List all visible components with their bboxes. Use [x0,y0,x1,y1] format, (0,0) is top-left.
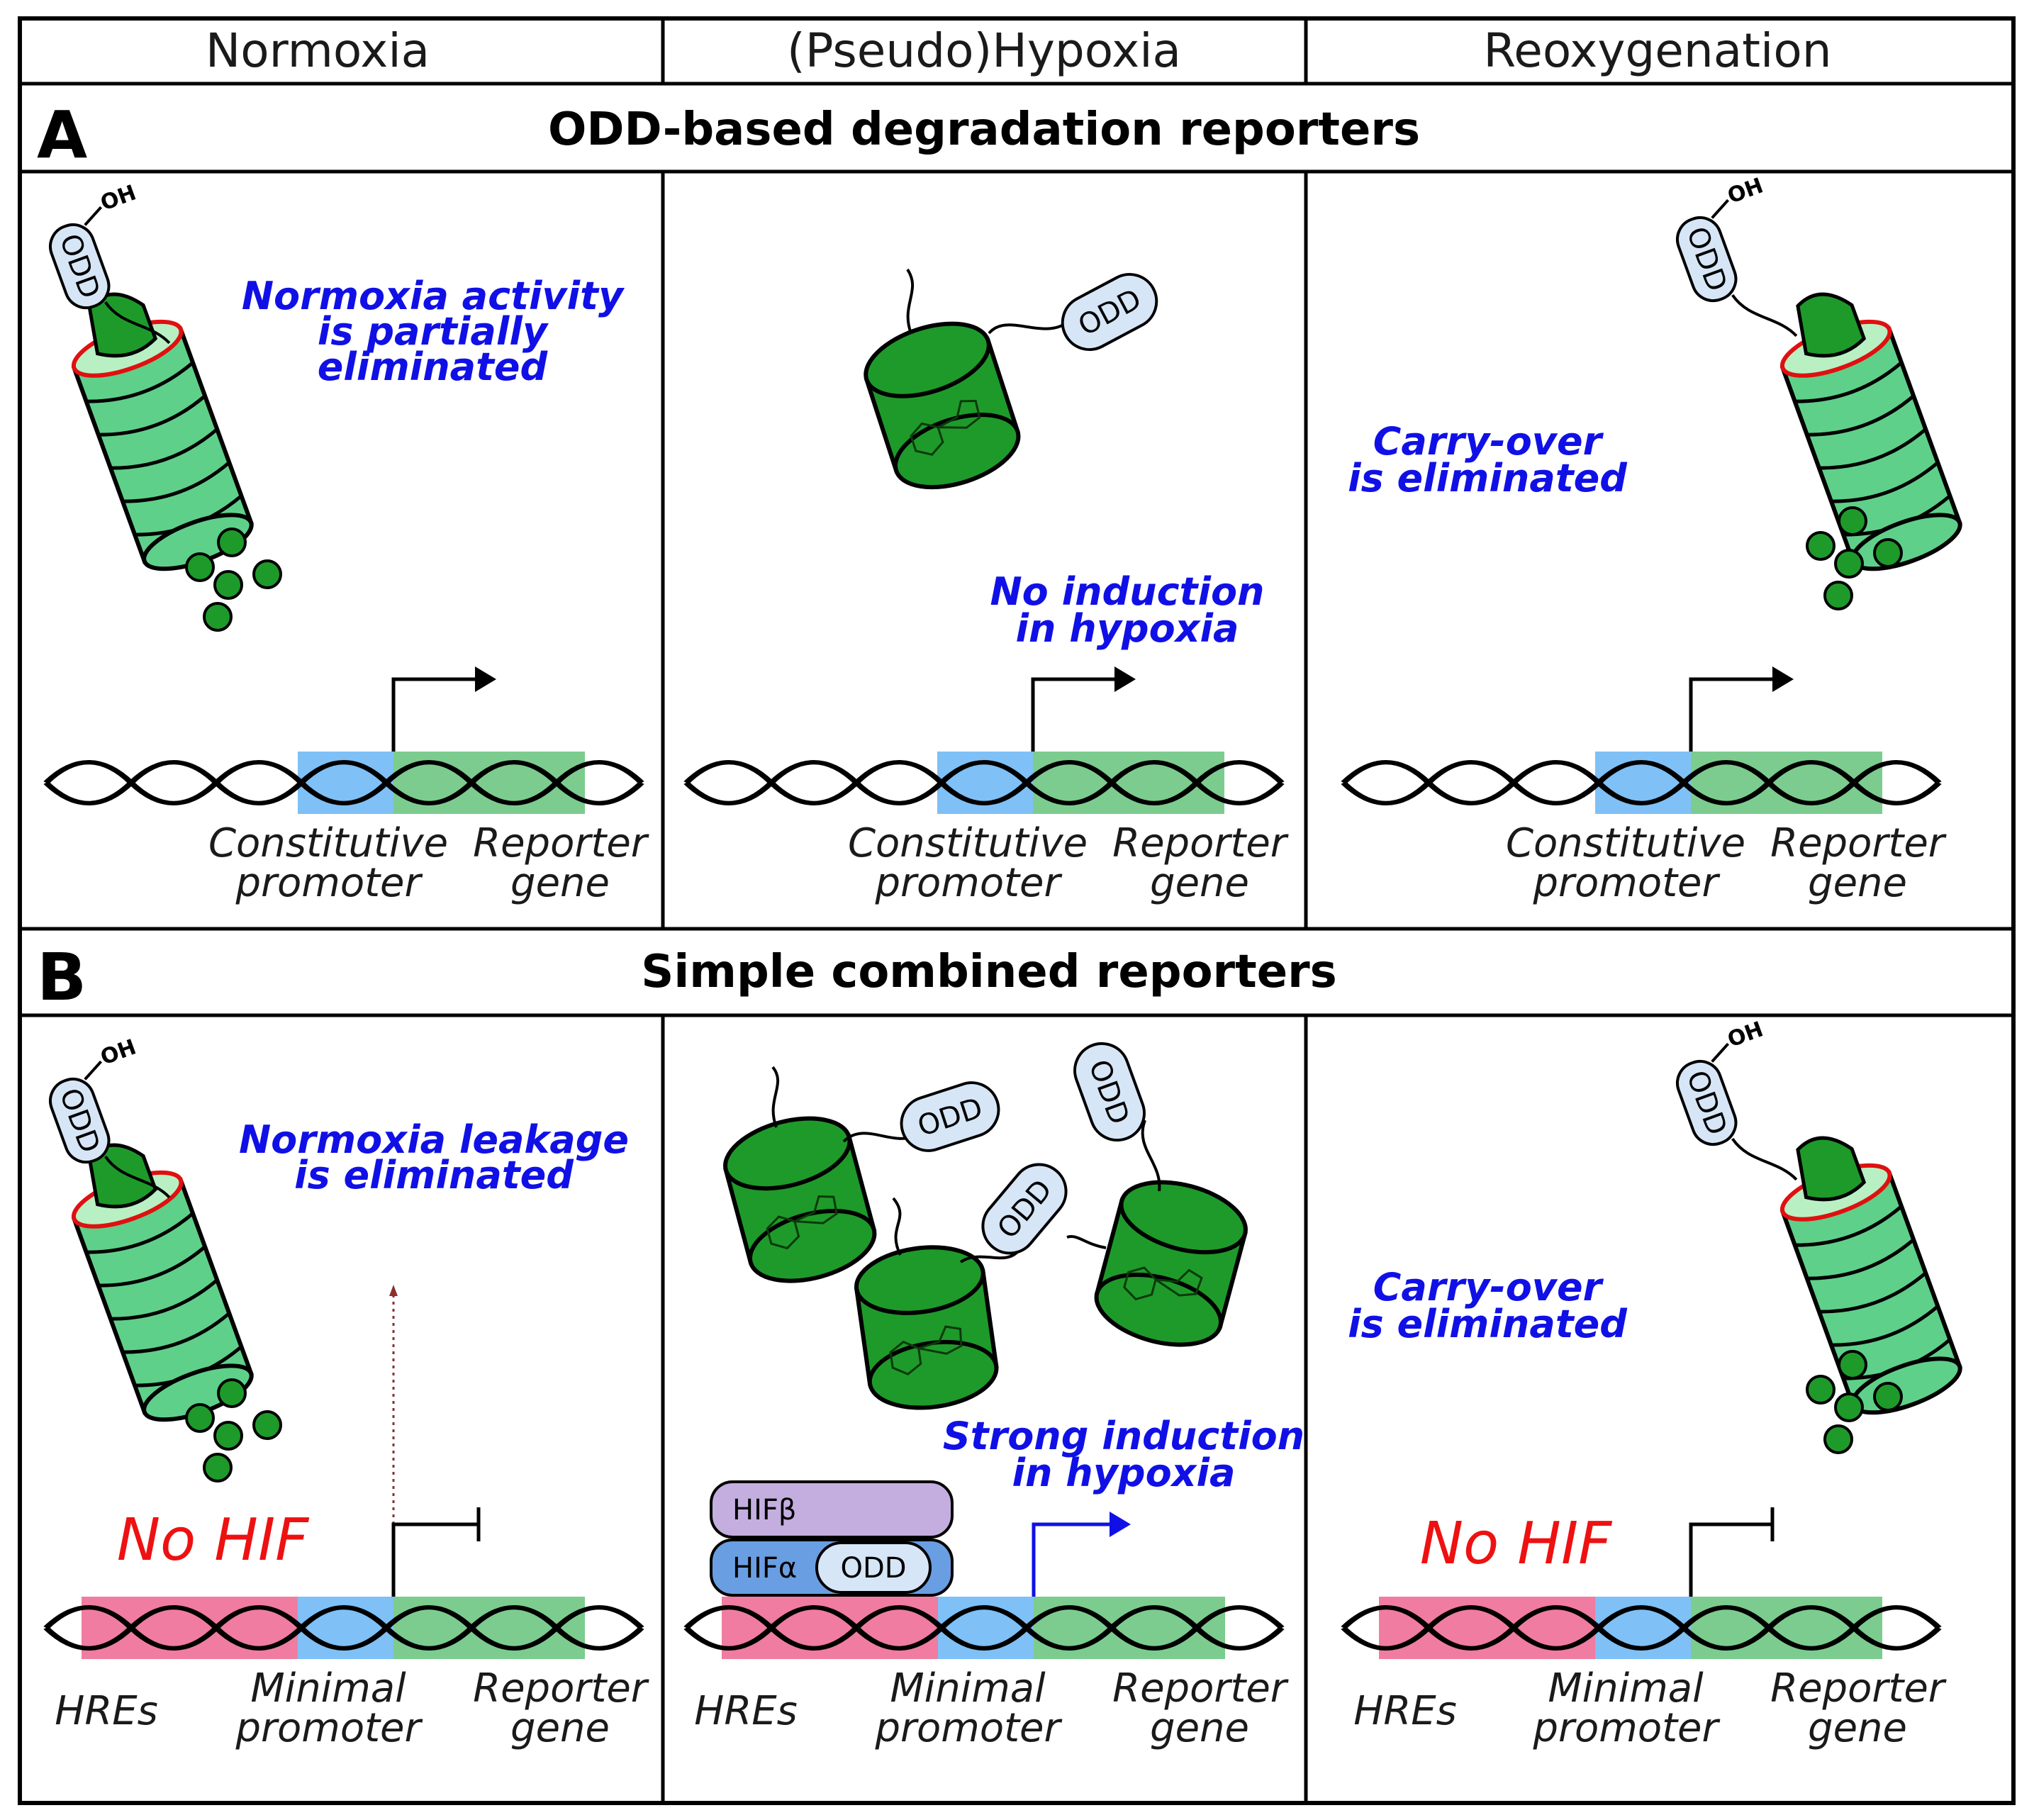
b2-hif-alpha-odd [815,1541,932,1594]
a1-note-line-3: eliminated [318,345,549,389]
b2-reporter-label-2: gene [1150,1705,1249,1751]
figure-frame [18,16,2016,1805]
a3-transcription-arrow [1689,677,1772,752]
a1-oh-label: OH [97,180,140,216]
a1-note: Normoxia activity is partially eliminate… [242,274,625,389]
b2-hif-alpha-odd-label: ODD [840,1552,906,1585]
a3-note: Carry-over is eliminated [1348,419,1628,501]
b3-note: Carry-over is eliminated [1348,1265,1628,1346]
b3-hres-label: HREs [1353,1688,1457,1734]
b1-proteasome-group: ODD OH [49,1034,282,1483]
b1-promoter-label-1: Minimal [250,1665,406,1712]
a3-promoter-label-2: promoter [1532,860,1720,906]
b2-note-line-2: in hypoxia [1012,1451,1236,1495]
column-header-hypoxia: (Pseudo)Hypoxia [787,23,1181,78]
a1-note-line-2: is partially [318,309,549,354]
panel-b-title: Simple combined reporters [641,946,1337,998]
a2-promoter-label-2: promoter [874,860,1062,906]
b1-no-hif: No HIF [117,1507,310,1574]
a3-note-line-1: Carry-over [1373,419,1604,464]
b1-note-line-1: Normoxia leakage [239,1117,629,1162]
panel-b-letter: B [37,939,86,1015]
b2-hif-beta [710,1480,954,1539]
a3-reporter-label-1: Reporter [1770,820,1947,866]
b2-note: Strong induction in hypoxia [943,1414,1304,1495]
b2-dna-construct: HREs Minimal promoter Reporter gene [686,1512,1289,1751]
a1-proteasome-group: ODD OH [49,180,282,632]
column-header-normoxia: Normoxia [206,23,430,78]
b3-reporter-label-1: Reporter [1770,1665,1947,1712]
a1-promoter-label-2: promoter [235,860,423,906]
a2-reporter-label-1: Reporter [1112,820,1289,866]
b2-hif-complex: HIFβ HIFα ODD [710,1480,954,1597]
column-header-reoxygenation: Reoxygenation [1483,23,1831,78]
a2-promoter-label-1: Constitutive [848,820,1088,866]
b2-reporter-label-1: Reporter [1112,1665,1289,1712]
b2-hif-beta-label: HIFβ [732,1494,796,1526]
b1-reporter-label-2: gene [510,1705,610,1751]
a2-note-line-2: in hypoxia [1016,606,1239,651]
b1-note-line-2: is eliminated [294,1153,574,1197]
a2-protein-group: ODD [857,268,1158,501]
b1-hres-label: HREs [55,1688,158,1734]
a3-dna-construct: Constitutive promoter Reporter gene [1343,666,1947,906]
b2-transcription-arrow [1032,1522,1110,1597]
b3-blocked-transcription [1689,1522,1772,1597]
b3-note-line-2: is eliminated [1348,1302,1628,1346]
b2-hif-alpha-label: HIFα [732,1552,797,1585]
b1-reporter-label-1: Reporter [473,1665,649,1712]
b1-blocked-transcription [391,1522,479,1597]
b1-promoter-label-2: promoter [235,1705,423,1751]
a2-reporter-label-2: gene [1150,860,1249,906]
a3-reporter-label-2: gene [1808,860,1907,906]
a3-proteasome-group: ODD OH [1676,173,1967,610]
a3-oh-label: OH [1724,173,1767,208]
b2-promoter-label-1: Minimal [890,1665,1046,1712]
b2-note-line-1: Strong induction [943,1414,1304,1458]
a2-transcription-arrow [1031,677,1114,752]
b2-hres-label: HREs [694,1688,798,1734]
b3-dna-construct: HREs Minimal promoter Reporter gene [1343,1507,1947,1751]
a2-note-line-1: No induction [990,569,1264,614]
panel-a-title: ODD-based degradation reporters [548,104,1420,156]
b2-proteins-group: ODD ODD ODD [717,1042,1253,1415]
b3-oh-label: OH [1724,1017,1767,1052]
b3-proteasome-group: ODD OH [1676,1017,1967,1454]
a2-note: No induction in hypoxia [990,569,1264,651]
b3-promoter-label-2: promoter [1532,1705,1720,1751]
a1-reporter-label-1: Reporter [473,820,649,866]
b1-note: Normoxia leakage is eliminated [239,1117,629,1197]
a1-promoter-label-1: Constitutive [208,820,448,866]
b1-oh-label: OH [97,1034,140,1070]
panel-a-letter: A [37,97,87,173]
b2-promoter-label-2: promoter [874,1705,1062,1751]
a1-transcription-arrow [391,677,475,752]
a2-dna-construct: Constitutive promoter Reporter gene [686,666,1289,906]
b3-reporter-label-2: gene [1808,1705,1907,1751]
a1-note-line-1: Normoxia activity [242,274,625,318]
a1-dna-construct: Constitutive promoter Reporter gene [46,666,649,906]
b1-dna-construct: HREs Minimal promoter Reporter gene [46,1285,649,1751]
b3-promoter-label-1: Minimal [1548,1665,1704,1712]
a3-promoter-label-1: Constitutive [1506,820,1745,866]
a3-note-line-2: is eliminated [1348,456,1628,501]
b3-no-hif: No HIF [1420,1510,1613,1578]
b3-note-line-1: Carry-over [1373,1265,1604,1310]
a1-reporter-label-2: gene [510,860,610,906]
